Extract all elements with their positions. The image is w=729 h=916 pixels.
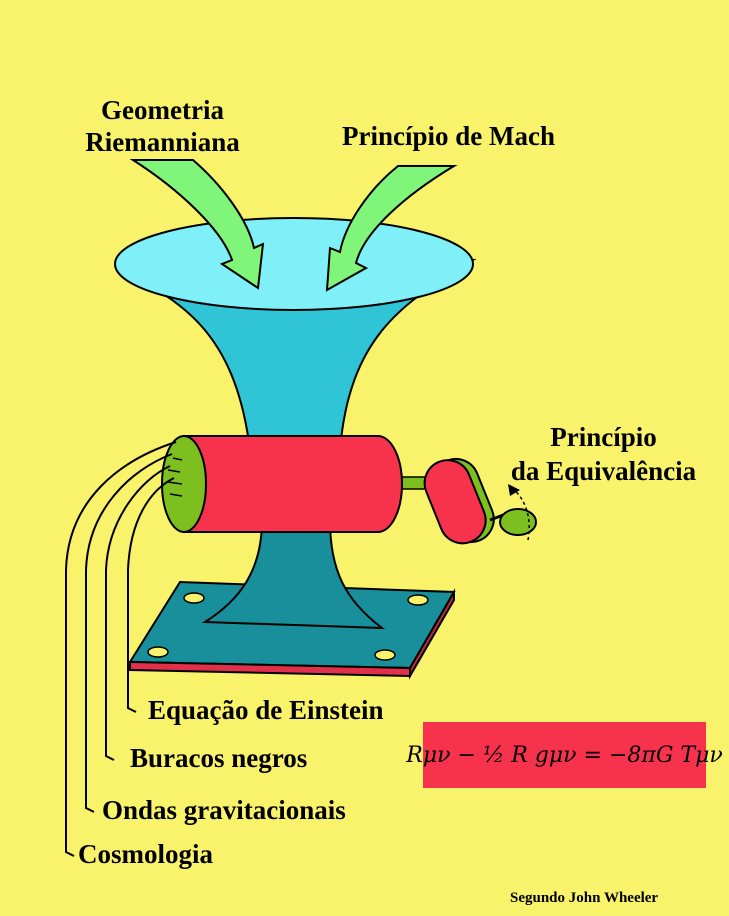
rotation-arrow-icon	[513, 489, 530, 541]
bolt-hole-icon	[147, 646, 169, 658]
grinder-stand	[201, 519, 386, 630]
label-buracos-negros: Buracos negros	[130, 743, 308, 773]
label-ondas-gravitacionais: Ondas gravitacionais	[102, 795, 346, 825]
bolt-hole-icon	[183, 592, 205, 604]
bolt-hole-icon	[374, 649, 396, 661]
label-cosmologia: Cosmologia	[78, 839, 213, 869]
label-line: Geometria Riemanniana	[85, 95, 240, 157]
grinder-cylinder	[161, 435, 403, 533]
einstein-equation: Rμν − ½ R gμν = −8πG Tμν	[406, 742, 723, 768]
arrow-icon	[325, 165, 458, 292]
label-principio-de-mach: Princípio de Mach	[342, 121, 555, 151]
output-lines	[65, 441, 177, 857]
crank-handle	[395, 458, 537, 545]
arrow-icon	[129, 159, 265, 290]
credit-text: Segundo John Wheeler	[510, 890, 659, 906]
label-principio-da-equivalencia: Princípio da Equivalência	[496, 420, 711, 488]
label-equacao-de-einstein: Equação de Einstein	[148, 695, 384, 725]
bolt-hole-icon	[407, 594, 429, 606]
label-line: Princípio da Equivalência	[510, 422, 697, 486]
formula-box: Rμν − ½ R gμν = −8πG Tμν	[406, 722, 723, 788]
label-geometria-riemanniana: Geometria Riemanniana	[60, 94, 265, 158]
funnel	[114, 217, 477, 451]
